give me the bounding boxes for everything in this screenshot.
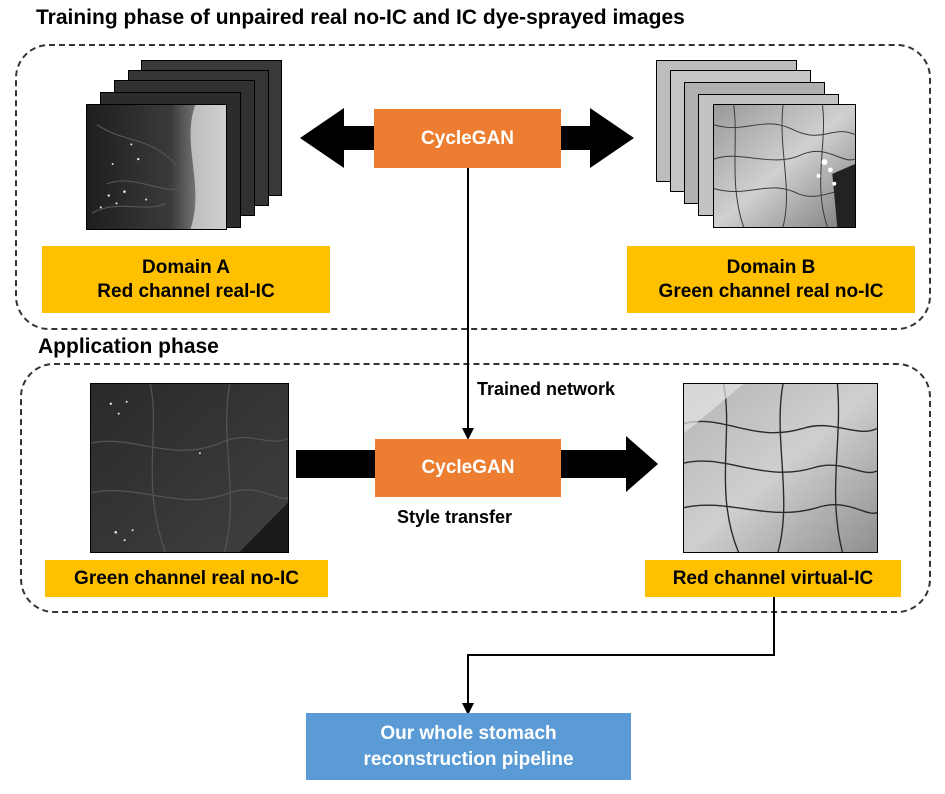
application-phase-heading: Application phase (38, 335, 219, 358)
domain-a-image-front (86, 104, 227, 230)
style-transfer-label: Style transfer (397, 507, 513, 527)
domain-a-label: Domain A Red channel real-IC (42, 246, 330, 313)
trained-network-arrow (462, 168, 474, 440)
domain-b-subtitle: Green channel real no-IC (658, 280, 884, 302)
training-phase-title: Training phase of unpaired real no-IC an… (36, 6, 685, 29)
pipeline-box: Our whole stomach reconstruction pipelin… (306, 713, 631, 780)
domain-a-title: Domain A (142, 256, 230, 278)
application-phase-box (20, 363, 931, 613)
training-cyclegan-box: CycleGAN (374, 109, 561, 168)
pipeline-line-1: Our whole stomach (380, 722, 557, 744)
output-red-channel-image (683, 383, 878, 553)
input-green-channel-image (90, 383, 289, 553)
domain-b-label: Domain B Green channel real no-IC (627, 246, 915, 313)
domain-a-subtitle: Red channel real-IC (97, 280, 275, 302)
domain-b-title: Domain B (726, 256, 816, 278)
trained-network-label: Trained network (477, 379, 616, 399)
application-cyclegan-box: CycleGAN (375, 439, 561, 497)
pipeline-line-2: reconstruction pipeline (363, 748, 574, 770)
training-phase-box (15, 44, 931, 330)
domain-b-image-front (713, 104, 856, 228)
input-label: Green channel real no-IC (45, 560, 328, 597)
pipeline-connector-arrow (462, 597, 775, 715)
output-label: Red channel virtual-IC (645, 560, 901, 597)
